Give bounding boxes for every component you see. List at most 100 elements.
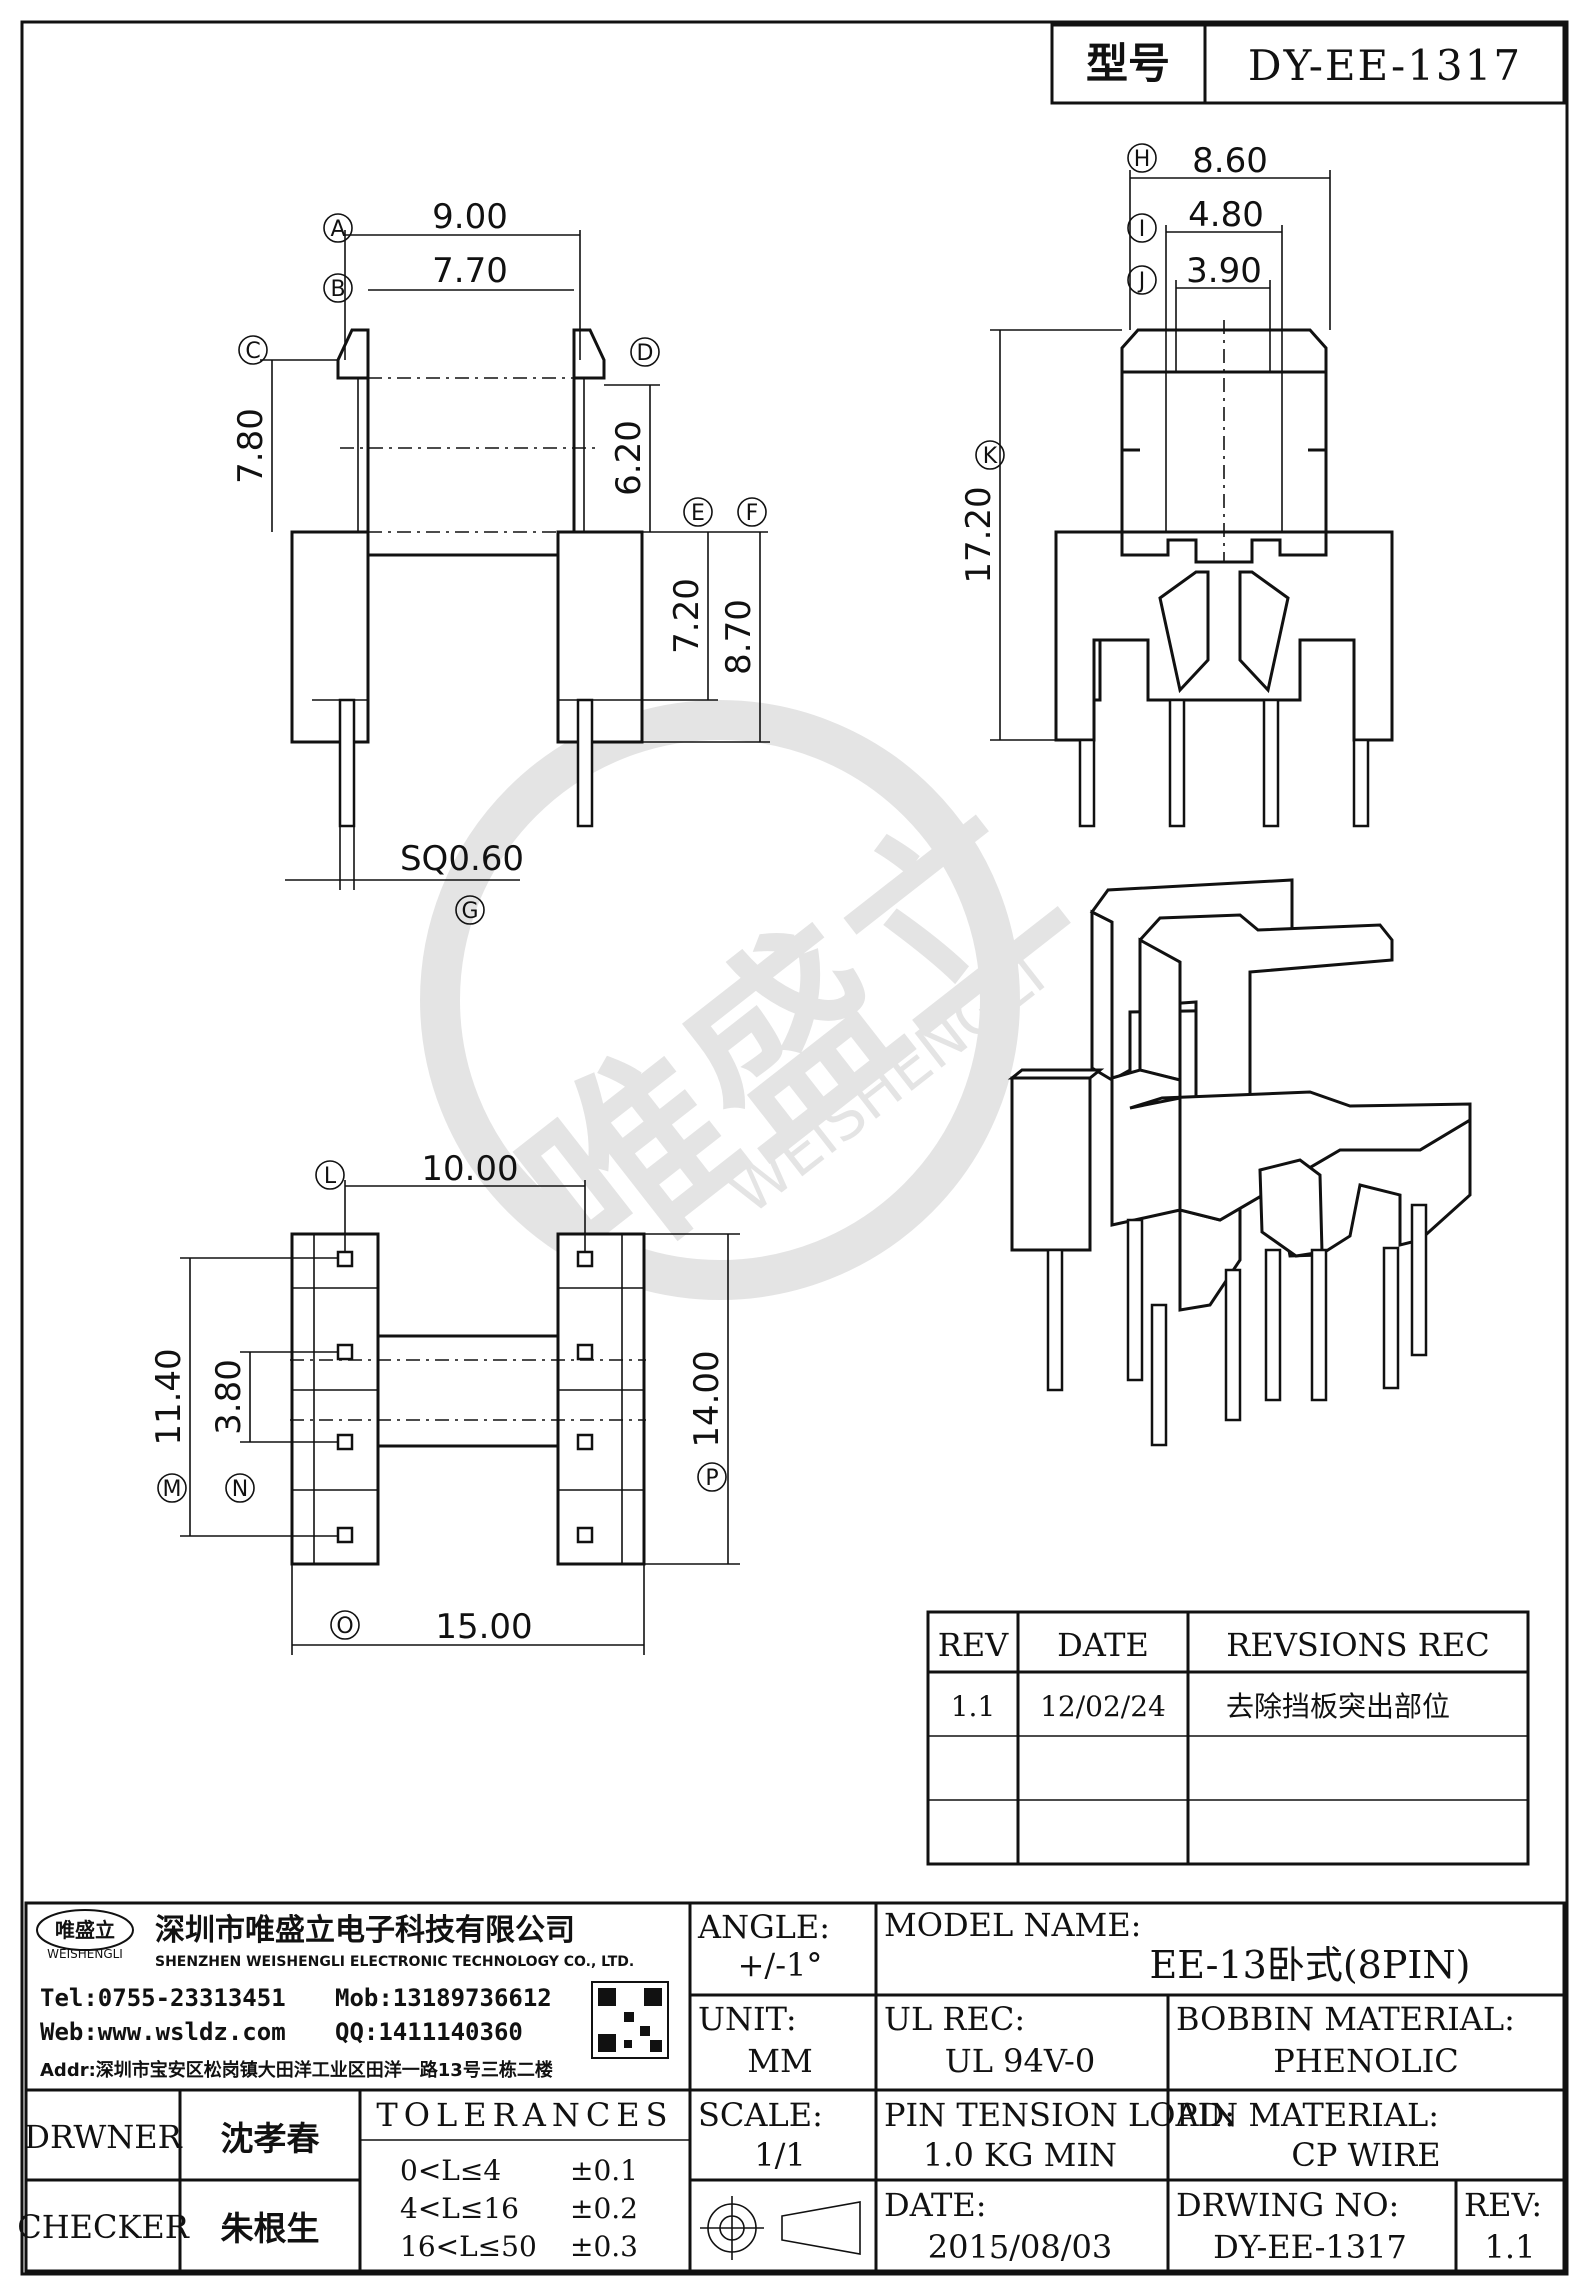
company-mob: Mob:13189736612 [335,1984,552,2012]
rev-header-date: DATE [1057,1626,1149,1664]
sheet-border [20,20,1569,2276]
bobbin-material-value: PHENOLIC [1273,2042,1458,2080]
checker-name: 朱根生 [221,2209,320,2248]
dim-c: 7.80 [231,408,271,484]
rev-header-rev: REV [938,1626,1009,1664]
svg-text:G: G [461,899,478,924]
callout-i: I [1127,213,1157,243]
svg-text:D: D [637,341,654,366]
tolerance-value-1: ±0.1 [570,2154,638,2187]
svg-text:A: A [330,217,345,242]
callout-l: L [315,1160,345,1190]
angle-label: ANGLE: [697,1908,830,1946]
rev-header-rec: REVSIONS REC [1226,1626,1489,1664]
side-view: 8.60 4.80 3.90 17.20 H I J K [959,141,1394,828]
logo-text: 唯盛立 [55,1918,115,1942]
dim-n: 3.80 [209,1359,249,1435]
dim-m: 11.40 [149,1348,189,1445]
scale-value: 1/1 [754,2136,806,2174]
unit-value: MM [747,2042,813,2080]
scale-label: SCALE: [698,2096,823,2134]
drawing-no-label: DRWING NO: [1176,2186,1399,2224]
callout-a: A [323,213,353,243]
dim-p: 14.00 [687,1350,727,1447]
rev-label: REV: [1464,2186,1542,2224]
company-name-cn: 深圳市唯盛立电子科技有限公司 [155,1913,575,1948]
svg-text:F: F [746,501,759,526]
pin-material-label: PIN MATERIAL: [1176,2096,1439,2134]
callout-f: F [737,497,767,527]
tolerance-range-1: 0<L≤4 [400,2154,501,2187]
svg-text:L: L [324,1164,337,1189]
dim-e: 7.20 [667,578,707,654]
rev-value: 1.1 [1485,2228,1536,2266]
title-block: 唯盛立 WEISHENGLI 深圳市唯盛立电子科技有限公司 SHENZHEN W… [17,1901,1566,2273]
tolerance-value-3: ±0.3 [570,2230,638,2263]
company-address: Addr:深圳市宝安区松岗镇大田洋工业区田洋一路13号三栋二楼 [40,2059,553,2081]
svg-text:K: K [983,444,998,469]
rev-row-date: 12/02/24 [1040,1690,1166,1723]
callout-c: C [238,335,268,365]
tolerance-range-3: 16<L≤50 [400,2230,537,2263]
callout-p: P [697,1462,727,1492]
qr-code [591,1981,669,2059]
pin-material-value: CP WIRE [1291,2136,1440,2174]
watermark: 唯盛立 WEISHENGLI [420,700,1100,1317]
model-name-value: EE-13卧式(8PIN) [1149,1943,1470,1987]
projection-symbol [700,2196,861,2260]
model-header: 型号 DY-EE-1317 [1050,23,1566,105]
dim-a: 9.00 [432,197,508,237]
revision-table: REV DATE REVSIONS REC 1.1 12/02/24 去除挡板突… [926,1610,1530,1866]
dim-f: 8.70 [719,599,759,675]
dim-b: 7.70 [432,251,508,291]
svg-text:E: E [691,501,705,526]
callout-j: J [1127,265,1157,295]
svg-text:J: J [1137,269,1146,294]
rev-row-rec: 去除挡板突出部位 [1226,1690,1450,1723]
callout-d: D [630,337,660,367]
rev-row-rev: 1.1 [951,1690,996,1723]
dim-j: 3.90 [1186,251,1262,291]
svg-text:N: N [232,1477,248,1502]
angle-value: +/-1° [738,1946,823,1984]
drawer-label: DRWNER [24,2118,182,2156]
callout-h: H [1127,143,1157,173]
front-view: 9.00 7.70 7.80 6.20 7.20 8.70 SQ0.60 A B… [231,197,770,925]
tolerances-label: TOLERANCES [376,2096,673,2134]
svg-text:M: M [163,1477,182,1502]
ul-rec-label: UL REC: [884,2000,1025,2038]
date-label: DATE: [884,2186,987,2224]
type-label: 型号 [1086,39,1170,88]
pin-tension-label: PIN TENSION LOAD: [884,2096,1235,2134]
dim-i: 4.80 [1188,195,1264,235]
callout-g: G [455,895,485,925]
callout-e: E [683,497,713,527]
company-web: Web:www.wsldz.com [40,2018,286,2046]
drawing-no-value: DY-EE-1317 [1213,2228,1407,2266]
callout-o: O [330,1610,360,1640]
logo-sub: WEISHENGLI [47,1947,123,1961]
company-qq: QQ:1411140360 [335,2018,523,2046]
drawer-name: 沈孝春 [221,2119,320,2158]
callout-k: K [975,440,1005,470]
dim-l: 10.00 [421,1149,518,1189]
callout-n: N [225,1473,255,1503]
dim-o: 15.00 [435,1607,532,1647]
dim-h: 8.60 [1192,141,1268,181]
bottom-view: 10.00 11.40 3.80 14.00 15.00 L M N O P [149,1149,740,1655]
ul-rec-value: UL 94V-0 [945,2042,1095,2080]
svg-text:B: B [330,277,345,302]
dim-g: SQ0.60 [400,839,524,879]
bobbin-material-label: BOBBIN MATERIAL: [1176,2000,1515,2038]
model-name-label: MODEL NAME: [884,1906,1141,1944]
svg-text:I: I [1139,217,1146,242]
model-number: DY-EE-1317 [1248,41,1522,90]
unit-label: UNIT: [698,2000,797,2038]
dim-d: 6.20 [609,420,649,496]
svg-text:H: H [1134,147,1151,172]
tolerance-range-2: 4<L≤16 [400,2192,519,2225]
svg-text:P: P [705,1466,718,1491]
company-logo: 唯盛立 WEISHENGLI [36,1909,134,1961]
pin-tension-value: 1.0 KG MIN [923,2136,1117,2174]
